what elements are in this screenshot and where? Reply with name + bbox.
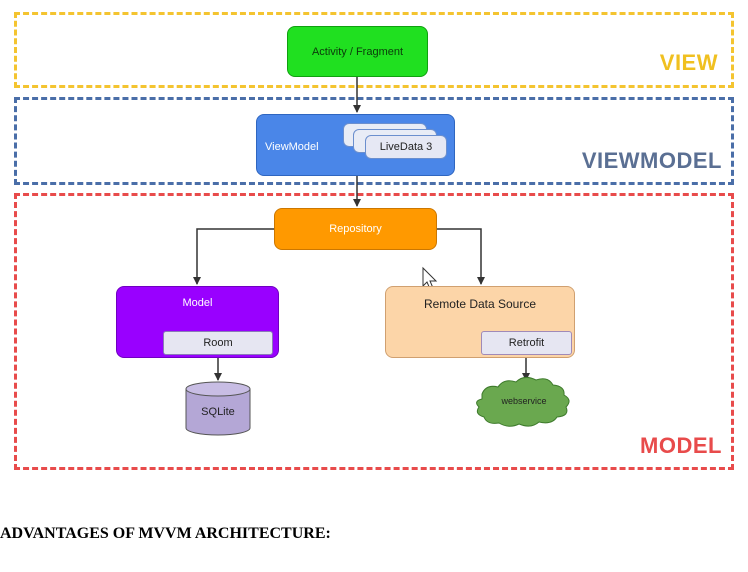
- arrow-repository-to-model: [193, 228, 274, 285]
- arrow-repository-to-remote: [437, 228, 485, 285]
- sqlite-cylinder: [185, 381, 251, 436]
- webservice-cloud: [476, 376, 570, 427]
- model-layer-box: [14, 193, 734, 470]
- retrofit-node: Retrofit: [481, 331, 572, 355]
- sqlite-label: SQLite: [201, 406, 235, 418]
- view-layer-label: VIEW: [659, 50, 718, 75]
- model-layer-label: MODEL: [640, 433, 722, 458]
- viewmodel-layer-label: VIEWMODEL: [581, 148, 722, 173]
- repository-node: Repository: [274, 208, 437, 250]
- room-node: Room: [163, 331, 273, 355]
- livedata-node: LiveData 3: [365, 135, 447, 159]
- section-heading: ADVANTAGES OF MVVM ARCHITECTURE:: [0, 525, 331, 542]
- viewmodel-layer-box: [14, 97, 734, 185]
- webservice-label: webservice: [501, 396, 547, 406]
- view-layer-box: [14, 12, 734, 88]
- activity-fragment-node: Activity / Fragment: [287, 26, 428, 77]
